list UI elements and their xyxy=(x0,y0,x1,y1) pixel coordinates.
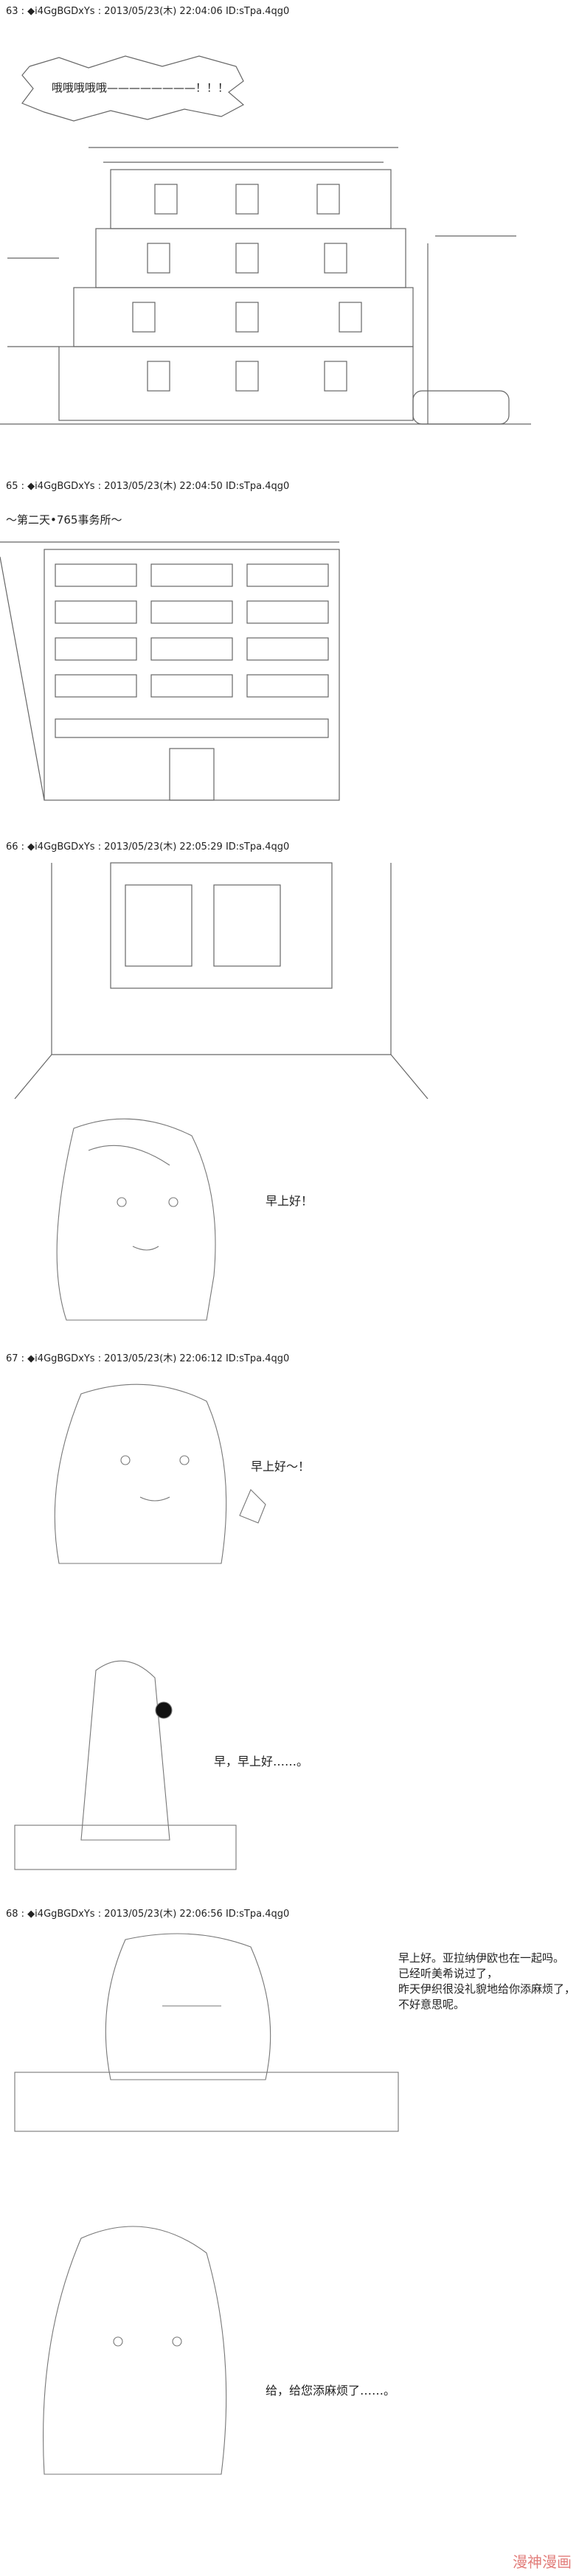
shout-text: 哦哦哦哦哦————————！！！ xyxy=(52,81,229,94)
dialogue-line: 早上好～！ xyxy=(251,1459,311,1473)
character-greeting-ascii-art xyxy=(56,1118,216,1321)
office-building-ascii-art xyxy=(0,541,340,801)
post-header: 68 : ◆i4GgBGDxYs : 2013/05/23(木) 22:06:5… xyxy=(6,1909,290,1920)
ritsuko-character-ascii-art xyxy=(14,1933,399,2132)
dialogue-line: 早上好。亚拉纳伊欧也在一起吗。 已经听美希说过了， 昨天伊织很没礼貌地给你添麻烦… xyxy=(398,1951,576,2011)
watermark-text: 漫神漫画 xyxy=(513,2553,572,2571)
office-door-ascii-art xyxy=(14,862,429,1099)
post-66: 66 : ◆i4GgBGDxYs : 2013/05/23(木) 22:05:2… xyxy=(6,839,573,853)
post-63: 63 : ◆i4GgBGDxYs : 2013/05/23(木) 22:04:0… xyxy=(6,3,573,17)
dialogue-line: 给，给您添麻烦了……。 xyxy=(266,2384,396,2398)
post-header: 63 : ◆i4GgBGDxYs : 2013/05/23(木) 22:04:0… xyxy=(6,6,290,17)
dialogue-line: 早，早上好……。 xyxy=(214,1754,309,1768)
shy-character-ascii-art xyxy=(14,1660,237,1870)
dialogue-line: 早上好！ xyxy=(266,1194,313,1208)
post-header: 66 : ◆i4GgBGDxYs : 2013/05/23(木) 22:05:2… xyxy=(6,841,290,853)
building-ascii-art xyxy=(0,55,531,425)
scene-title: ～第二天•765事务所～ xyxy=(6,513,122,527)
post-header: 65 : ◆i4GgBGDxYs : 2013/05/23(木) 22:04:5… xyxy=(6,481,290,492)
post-65: 65 : ◆i4GgBGDxYs : 2013/05/23(木) 22:04:5… xyxy=(6,478,573,492)
post-67: 67 : ◆i4GgBGDxYs : 2013/05/23(木) 22:06:1… xyxy=(6,1350,573,1364)
post-68: 68 : ◆i4GgBGDxYs : 2013/05/23(木) 22:06:5… xyxy=(6,1906,573,1920)
character-wave-ascii-art xyxy=(54,1384,266,1564)
bowing-character-ascii-art xyxy=(43,2226,227,2475)
post-header: 67 : ◆i4GgBGDxYs : 2013/05/23(木) 22:06:1… xyxy=(6,1353,290,1364)
